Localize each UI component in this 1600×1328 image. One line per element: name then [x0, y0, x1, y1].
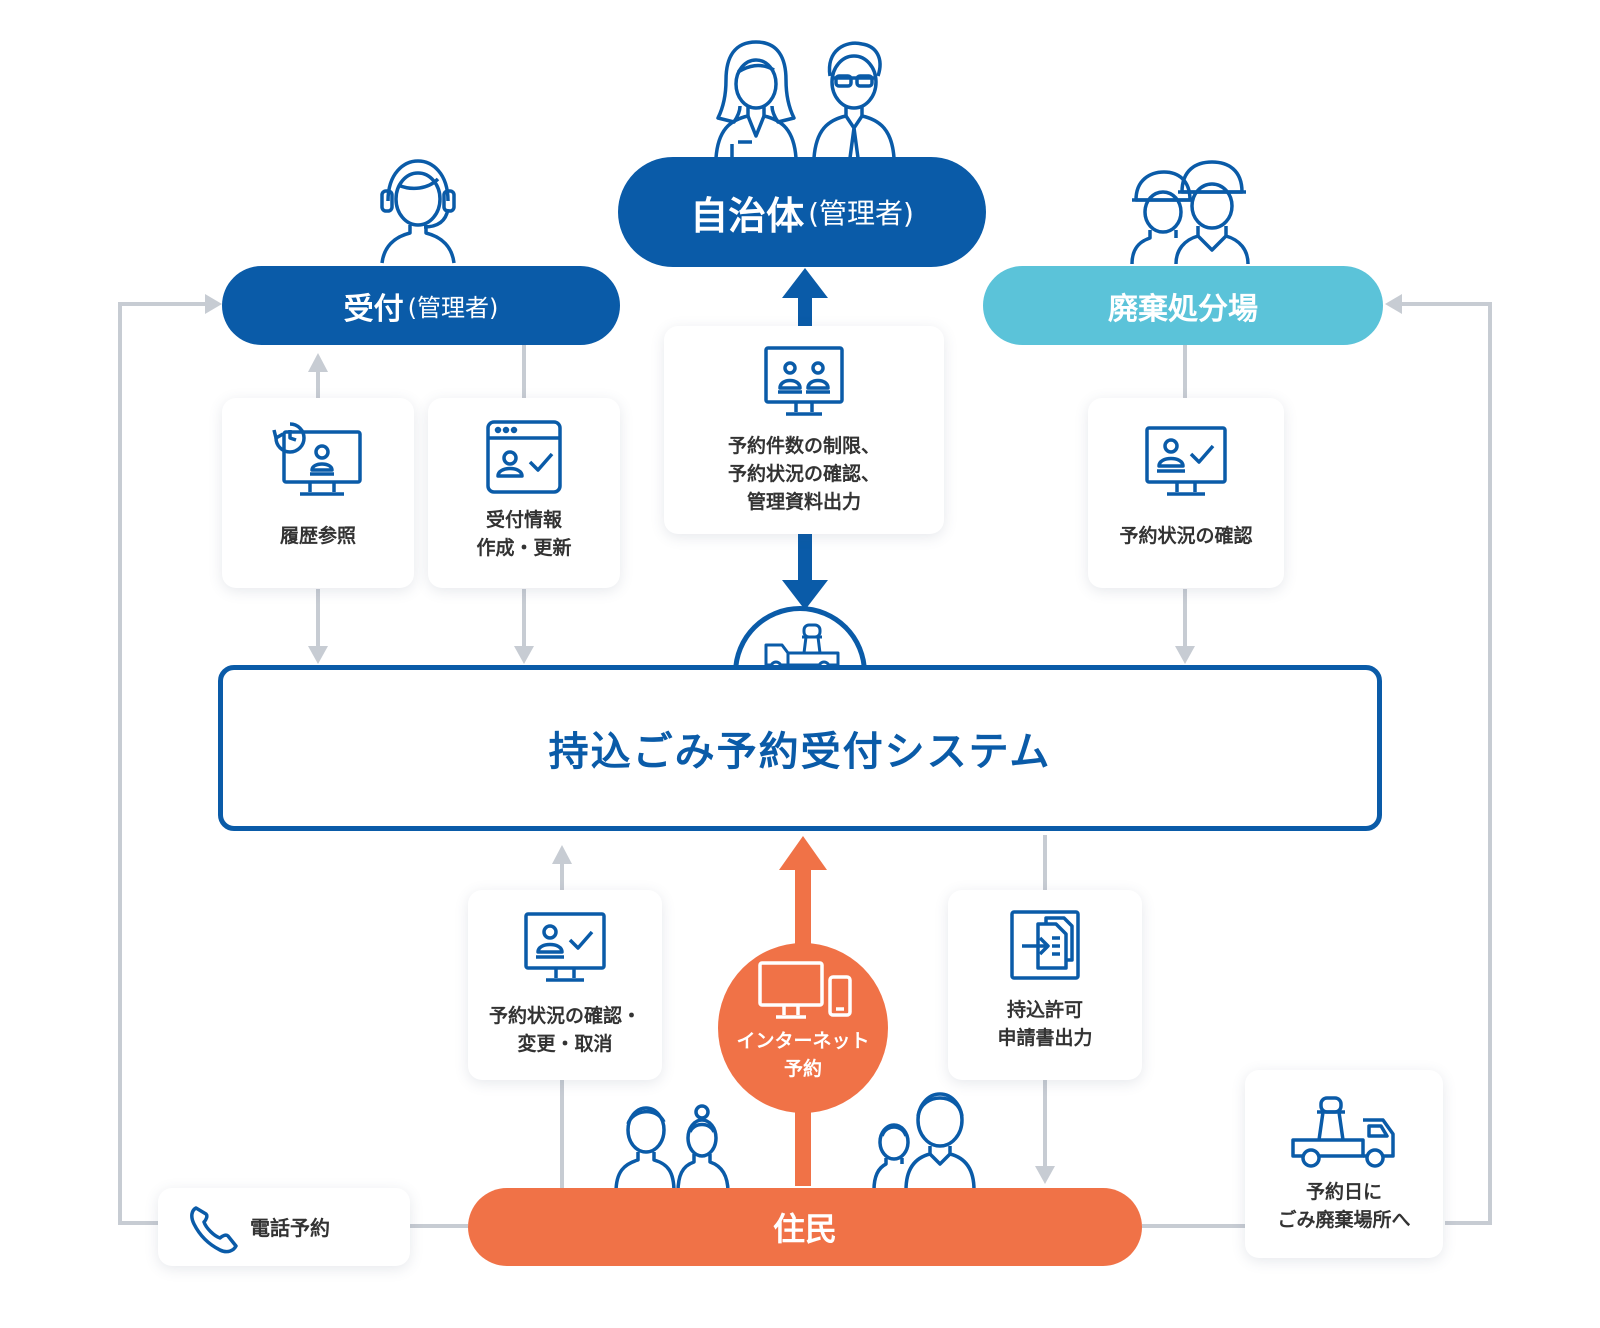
phone-to-reception-line	[118, 302, 205, 1225]
phone-icon	[190, 1206, 238, 1254]
municipality-tasks-line1: 予約件数の制限、	[727, 435, 880, 457]
go-to-site-line1: 予約日に	[1305, 1181, 1382, 1203]
internet-line2: 予約	[783, 1058, 822, 1080]
reception-info-line1: 受付情報	[485, 509, 562, 531]
monitor-meeting-icon	[764, 346, 844, 416]
resident-status-line1: 予約状況の確認・	[488, 1005, 641, 1027]
internet-reservation-circle: インターネット 予約	[718, 943, 888, 1113]
truck-icon	[1291, 1096, 1395, 1168]
resident-status-line2: 変更・取消	[517, 1033, 613, 1055]
internet-line1: インターネット	[736, 1030, 870, 1052]
permit-line2: 申請書出力	[997, 1027, 1093, 1049]
document-arrow-icon	[1010, 910, 1080, 980]
resident-family-icon	[872, 1092, 976, 1190]
resident-status-card: 予約状況の確認・ 変更・取消	[468, 890, 662, 1080]
reservation-system-box: 持込ごみ予約受付システム	[218, 665, 1382, 831]
phone-reservation-card: 電話予約	[158, 1188, 410, 1266]
monitor-user-check-icon	[1145, 426, 1227, 496]
history-card: 履歴参照	[222, 398, 414, 588]
phone-reservation-label: 電話予約	[250, 1216, 330, 1240]
residents-label: 住民	[772, 1210, 837, 1248]
municipality-tasks-line2: 予約状況の確認、	[727, 463, 880, 485]
man-admin-icon	[812, 41, 896, 159]
history-label: 履歴参照	[279, 525, 356, 547]
disposal-status-label: 予約状況の確認	[1119, 525, 1253, 547]
municipality-tasks-line3: 管理資料出力	[746, 491, 861, 513]
computer-phone-icon	[758, 961, 852, 1019]
monitor-user-check-icon	[524, 912, 606, 982]
permit-output-card: 持込許可 申請書出力	[948, 890, 1142, 1080]
browser-user-check-icon	[486, 420, 562, 494]
site-to-disposal-line	[1400, 302, 1492, 1225]
disposal-status-card: 予約状況の確認	[1088, 398, 1284, 588]
municipality-sub-label: (管理者)	[808, 197, 914, 230]
go-to-site-line2: ごみ廃棄場所へ	[1277, 1209, 1411, 1231]
reception-info-card: 受付情報 作成・更新	[428, 398, 620, 588]
permit-line1: 持込許可	[1006, 999, 1083, 1021]
residents-pill: 住民	[468, 1188, 1142, 1266]
headset-operator-icon	[380, 159, 456, 264]
reception-label: 受付	[343, 291, 404, 327]
system-name: 持込ごみ予約受付システム	[548, 729, 1052, 775]
worker-helmet-icon	[1130, 160, 1250, 265]
resident-family-icon	[614, 1104, 730, 1192]
municipality-tasks-card: 予約件数の制限、 予約状況の確認、 管理資料出力	[664, 326, 944, 534]
reception-admin-pill: 受付 (管理者)	[222, 266, 620, 345]
monitor-history-icon	[272, 422, 362, 496]
reception-info-line2: 作成・更新	[476, 537, 572, 559]
municipality-admin-pill: 自治体 (管理者)	[618, 157, 986, 267]
reception-sub-label: (管理者)	[407, 294, 499, 322]
go-to-site-card: 予約日に ごみ廃棄場所へ	[1245, 1070, 1443, 1258]
disposal-site-pill: 廃棄処分場	[983, 266, 1383, 345]
disposal-site-label: 廃棄処分場	[1108, 291, 1258, 327]
municipality-label: 自治体	[690, 193, 805, 238]
woman-admin-icon	[714, 40, 798, 159]
